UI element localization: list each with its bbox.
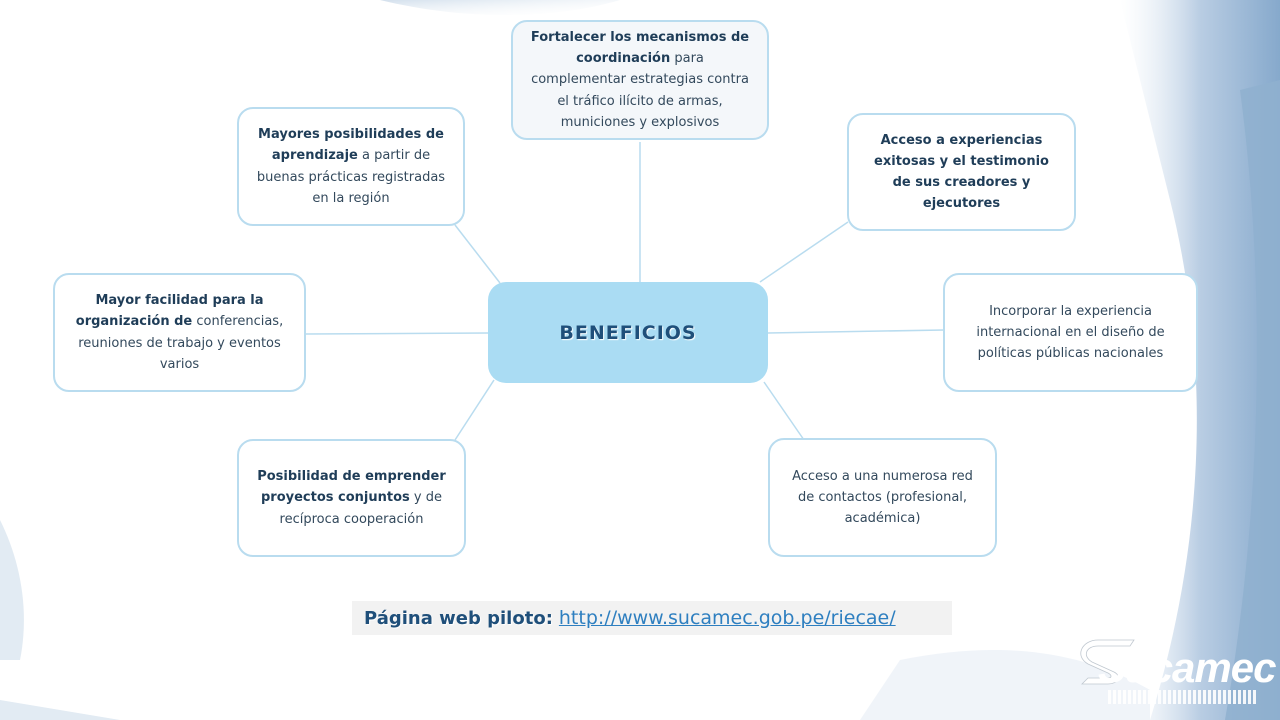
benefit-node-learning: Mayores posibilidades de aprendizaje a p… bbox=[237, 107, 465, 226]
benefit-node-joint-projects: Posibilidad de emprender proyectos conju… bbox=[237, 439, 466, 557]
benefit-node-public-policy: Incorporar la experiencia internacional … bbox=[943, 273, 1198, 392]
node-bold-text: Fortalecer los mecanismos de coordinació… bbox=[530, 30, 750, 67]
node-text: y de recíproca cooperación bbox=[279, 490, 442, 527]
web-page-label: Página web piloto: bbox=[364, 607, 553, 629]
node-bold-text: Mayores posibilidades de aprendizaje bbox=[258, 127, 444, 164]
connector-lower-right bbox=[763, 381, 805, 441]
web-page-bar: Página web piloto: http://www.sucamec.go… bbox=[352, 601, 952, 635]
connector-lower-left bbox=[454, 379, 495, 441]
logo-s-swoosh-icon bbox=[1080, 639, 1135, 685]
benefit-node-network: Acceso a una numerosa red de contactos (… bbox=[768, 438, 997, 557]
node-text: para complementar estrategias contra el … bbox=[531, 51, 749, 130]
node-text: Incorporar la experiencia internacional … bbox=[976, 303, 1165, 362]
web-page-link[interactable]: http://www.sucamec.gob.pe/riecae/ bbox=[558, 607, 896, 629]
benefit-node-coordination: Fortalecer los mecanismos de coordinació… bbox=[511, 20, 769, 140]
center-label: BENEFICIOS bbox=[559, 321, 697, 344]
node-text: a partir de buenas prácticas registradas… bbox=[256, 148, 446, 206]
benefit-node-experiences: Acceso a experiencias exitosas y el test… bbox=[847, 113, 1076, 231]
center-node-beneficios: BENEFICIOS bbox=[488, 282, 768, 383]
sucamec-logo: Sucamec bbox=[1078, 638, 1276, 714]
logo-text: Sucamec bbox=[1098, 644, 1276, 691]
node-text: Acceso a una numerosa red de contactos (… bbox=[792, 468, 973, 527]
benefit-node-organization: Mayor facilidad para la organización de … bbox=[53, 273, 306, 392]
connector-right bbox=[767, 329, 945, 334]
node-bold-text: Mayor facilidad para la organización de bbox=[75, 293, 264, 330]
connector-left bbox=[305, 332, 489, 335]
connector-upper-right bbox=[759, 221, 849, 283]
node-bold-text: Acceso a experiencias exitosas y el test… bbox=[874, 132, 1049, 212]
connector-upper-left bbox=[454, 224, 501, 284]
logo-tagline-strip bbox=[1108, 690, 1258, 704]
node-bold-text: Posibilidad de emprender proyectos conju… bbox=[257, 469, 446, 506]
node-text: conferencias, reuniones de trabajo y eve… bbox=[78, 314, 284, 372]
